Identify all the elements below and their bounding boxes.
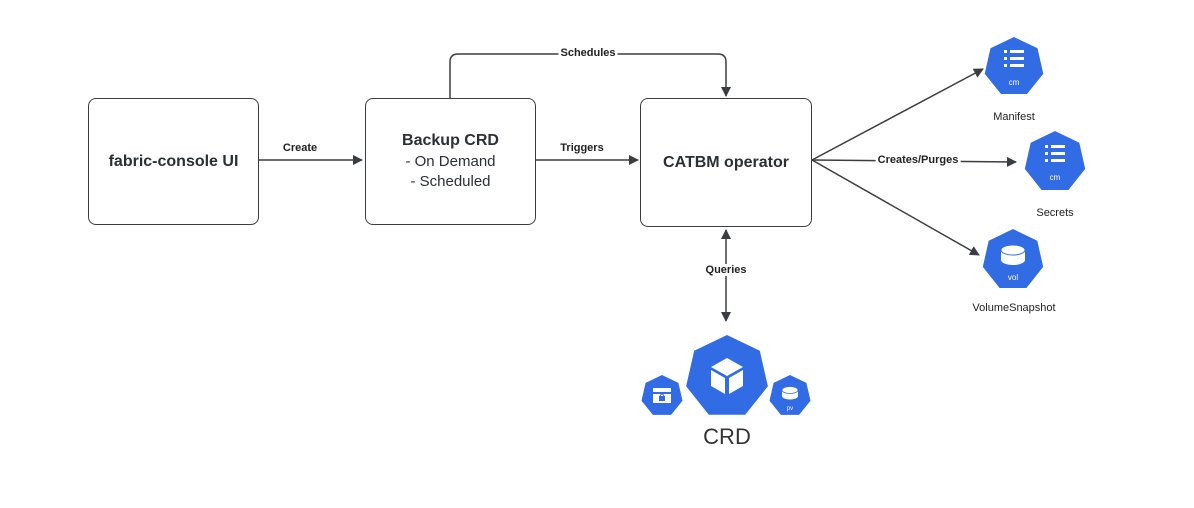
configmap-icon: cm [1024,131,1086,190]
edge-label-creates-purges: Creates/Purges [875,154,961,166]
resource-label-manifest: Manifest [993,111,1035,123]
node-backup-crd-title: Backup CRD [402,131,499,149]
crd-label: CRD [703,424,751,449]
node-fabric-console-title: fabric-console UI [108,152,239,170]
node-catbm-operator: CATBM operator [640,98,812,227]
pv-badge: pv [787,406,793,412]
edge-label-queries: Queries [703,264,749,276]
node-backup-crd-line: - On Demand [405,152,496,170]
persistent-volume-icon: pv [769,375,811,415]
node-catbm-operator-title: CATBM operator [663,153,789,171]
cube-icon [686,335,768,415]
resource-label-volumesnapshot: VolumeSnapshot [972,302,1056,314]
resource-label-secrets: Secrets [1036,207,1074,219]
secret-lock-icon [641,375,683,415]
edge-label-schedules: Schedules [558,47,618,59]
edge-label-triggers: Triggers [558,142,606,154]
secrets-badge: cm [1050,173,1061,182]
manifest-badge: cm [1009,78,1020,87]
node-backup-crd-line: - Scheduled [410,172,491,190]
node-backup-crd: Backup CRD - On Demand - Scheduled [365,98,536,225]
vol-badge: vol [1008,273,1018,282]
edge-schedules [449,53,731,98]
edge-to-manifest [811,68,984,161]
edge-to-volumesnapshot [811,159,980,256]
node-fabric-console: fabric-console UI [88,98,259,225]
configmap-icon: cm [984,37,1044,94]
edge-label-create: Create [280,142,320,154]
volume-icon: vol [982,229,1044,288]
